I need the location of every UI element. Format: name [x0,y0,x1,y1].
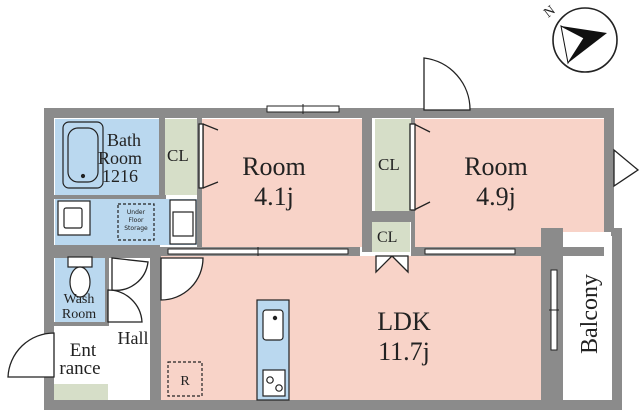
room-west-label: Room [242,152,306,181]
labels: Bath Room 1216 CL CL CL Room 4.1j Room 4… [59,130,603,389]
closet-center-area [372,222,410,252]
washbasin-icon [57,200,91,236]
ldk-label: LDK [377,307,431,336]
closet-west-label: CL [167,146,189,165]
room-east-label: Room [464,152,528,181]
entrance-label-line1: Ent [70,340,97,361]
storage-label-line2: Floor [129,217,144,224]
wash-label-line2: Room [62,307,96,322]
fixtures [57,121,290,401]
ldk-area [161,256,551,400]
bath-label-line2: Room [98,148,142,168]
storage-label-line3: Storage [124,225,148,232]
windows [167,104,559,351]
door-toilet-icon [111,257,149,291]
closet-east-rail [409,123,416,211]
stove-icon [262,369,286,397]
compass-north-label: N [541,3,558,21]
closet-west-rail [198,123,204,189]
room-west-size: 4.1j [254,182,294,211]
ldk-size: 11.7j [378,337,430,366]
refrigerator-label: R [180,374,190,389]
closet-east-area [375,119,411,211]
door-entrance-icon [7,332,55,378]
door-room-east-north-icon [423,57,471,111]
refrigerator-space [167,361,203,397]
room-east-area [414,119,604,247]
balcony-area [563,232,611,398]
window-room-east-south [424,248,516,255]
storage-label-line1: Under [127,209,146,216]
bath-label-line1: Bath [107,130,141,150]
doors [7,57,640,378]
room-west-area [202,119,362,247]
closet-east-label: CL [378,155,400,174]
closet-center-doors-icon [375,255,409,274]
door-ldk-icon [160,257,204,301]
door-balcony-east-icon [613,148,640,188]
balcony-label: Balcony [577,274,603,354]
bath-label-line3: 1216 [102,166,138,186]
closet-west-area [165,119,199,195]
hall-label: Hall [118,328,149,348]
sink-icon [262,309,284,341]
entrance-label-line2: rance [59,358,100,379]
underfloor-storage [117,203,155,241]
compass: N [541,3,618,73]
wash-label-line1: Wash [64,292,95,307]
toilet-icon [67,256,93,268]
room-east-size: 4.9j [476,182,516,211]
closet-center-label: CL [377,229,397,246]
